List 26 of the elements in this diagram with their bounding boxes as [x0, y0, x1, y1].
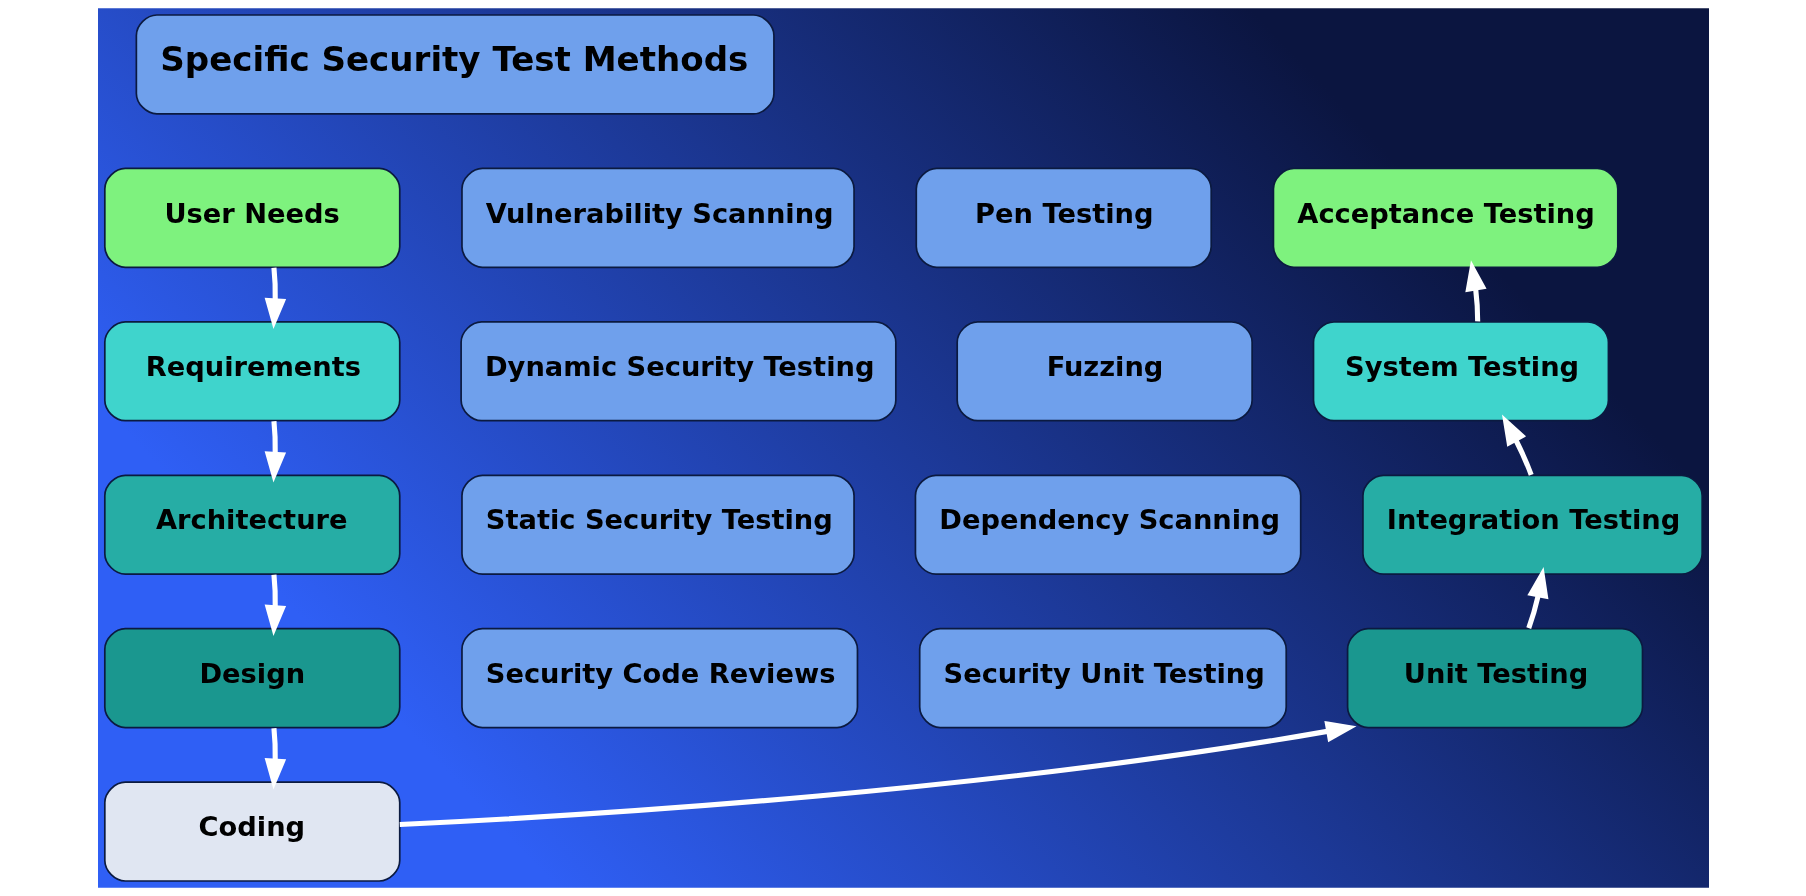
node-box: Security Code Reviews: [460, 627, 858, 729]
node-box: Design: [103, 627, 401, 729]
node-box: Coding: [103, 781, 401, 882]
arrow: [399, 720, 1357, 828]
arrow: [264, 267, 286, 330]
arrow: [264, 574, 286, 636]
node-box: System Testing: [1312, 321, 1609, 422]
node-box: Dynamic Security Testing: [459, 321, 897, 422]
arrow: [1464, 260, 1487, 322]
node-box: Requirements: [103, 321, 401, 422]
node-box: Acceptance Testing: [1272, 167, 1619, 269]
node-box: Static Security Testing: [460, 474, 855, 575]
node-box: Unit Testing: [1346, 627, 1643, 729]
arrow: [1501, 414, 1534, 476]
node-box: Integration Testing: [1361, 474, 1703, 575]
node-box: Architecture: [103, 474, 401, 575]
node-box: User Needs: [103, 167, 401, 269]
node-box: Pen Testing: [914, 167, 1212, 269]
node-box: Specific Security Test Methods: [135, 14, 775, 115]
node-box: Security Unit Testing: [918, 627, 1287, 729]
node-box: Vulnerability Scanning: [460, 167, 855, 269]
node-box: Fuzzing: [955, 321, 1253, 422]
arrow: [264, 727, 286, 790]
arrow: [1525, 567, 1548, 630]
node-box: Dependency Scanning: [914, 474, 1302, 575]
arrow: [264, 421, 286, 483]
